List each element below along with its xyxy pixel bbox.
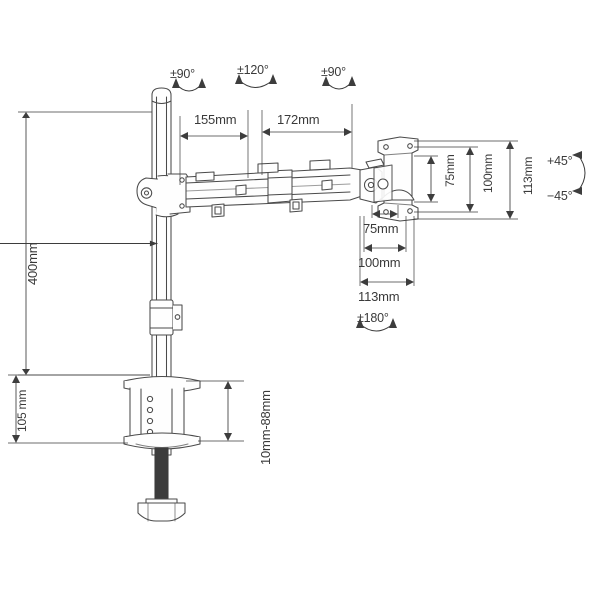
label-upper-arm-length: 155mm — [194, 112, 237, 127]
dim-400mm — [0, 111, 158, 376]
label-elbow-swivel: ±120° — [237, 63, 269, 77]
label-desk-thickness: 10mm-88mm — [258, 390, 273, 465]
arc-elbow-swivel — [235, 74, 277, 88]
horizontal-arm — [185, 159, 363, 218]
arc-tilt — [572, 151, 586, 195]
dim-105mm — [8, 374, 150, 444]
arc-vesa-rotation — [356, 318, 397, 332]
shoulder-joint — [136, 173, 191, 218]
label-vesa-height-113: 113mm — [521, 156, 535, 195]
desk-clamp — [123, 376, 201, 522]
label-vesa-width-75: 75mm — [363, 221, 399, 236]
label-tilt-down: −45° — [547, 189, 573, 203]
dim-vesa-v-100 — [414, 146, 478, 213]
arc-pole-swivel — [172, 78, 206, 92]
label-tilt-up: +45° — [547, 154, 573, 168]
dim-vesa-h-100 — [363, 216, 407, 252]
label-vesa-height-100: 100mm — [481, 153, 495, 193]
dim-172mm — [261, 104, 353, 175]
dim-desk-thickness — [186, 380, 244, 442]
label-vesa-width-100: 100mm — [358, 255, 401, 270]
label-vesa-height-75: 75mm — [443, 154, 457, 187]
dim-vesa-h-113 — [359, 216, 415, 286]
label-vesa-width-113: 113mm — [358, 289, 400, 304]
label-max-height-400: 400mm — [25, 242, 40, 285]
vesa-plate — [373, 136, 419, 222]
label-vesa-rotation: ±180° — [357, 311, 389, 325]
dim-155mm — [179, 110, 249, 185]
label-lower-arm-length: 172mm — [277, 112, 320, 127]
label-pole-swivel: ±90° — [170, 67, 195, 81]
pole-collar — [149, 299, 183, 336]
label-head-swivel: ±90° — [321, 65, 346, 79]
dim-vesa-v-75 — [414, 155, 438, 203]
arc-head-swivel — [322, 76, 356, 90]
dim-vesa-h-75 — [371, 205, 399, 218]
label-clamp-height-105: 105 mm — [15, 389, 29, 432]
dim-vesa-v-113 — [414, 140, 518, 220]
